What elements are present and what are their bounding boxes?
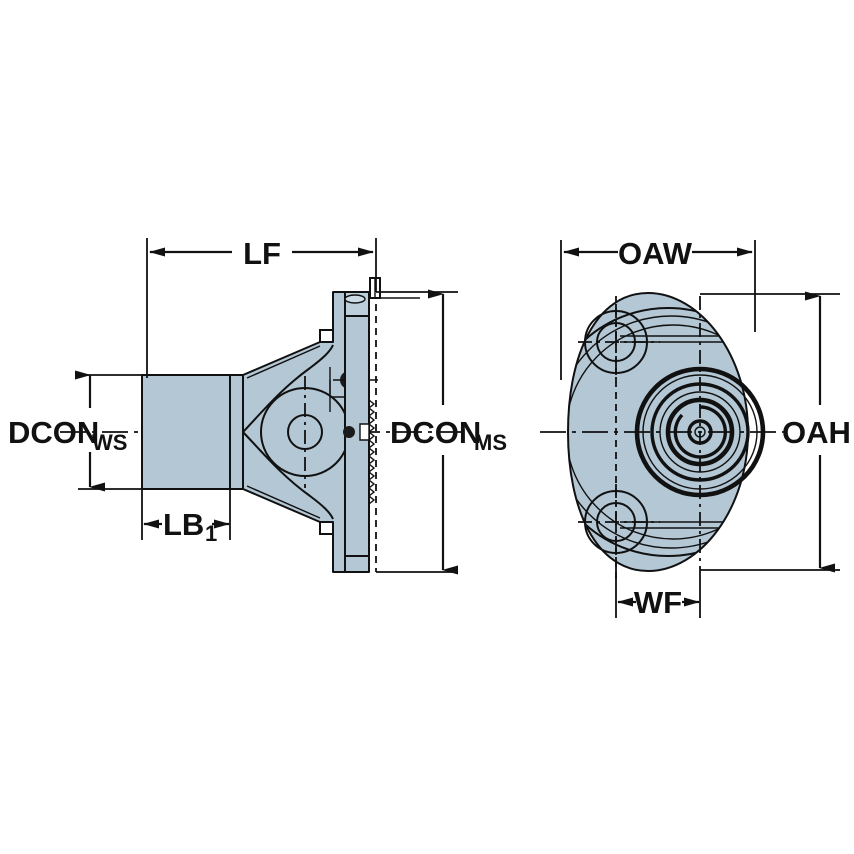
dimension-dcon-ms-subscript: MS bbox=[474, 430, 507, 455]
dimension-oaw: OAW bbox=[560, 236, 756, 380]
coupling-arc-segment bbox=[673, 405, 727, 459]
flange-keyway-detail bbox=[359, 423, 370, 441]
adaptor-body bbox=[242, 291, 346, 573]
dimension-dcon-ms: DCON MS bbox=[376, 289, 507, 575]
side-section-view: LF DCON WS LB 1 DCON MS bbox=[8, 236, 507, 575]
dimension-lf: LF bbox=[146, 236, 377, 378]
front-view: OAW OAH WF bbox=[540, 236, 851, 620]
body-upper-relief-curve bbox=[242, 344, 334, 433]
dimension-lf-label: LF bbox=[243, 236, 281, 271]
serrated-coupling-edge bbox=[367, 292, 377, 572]
dimension-lb1-subscript: 1 bbox=[205, 521, 217, 546]
body-lower-inner-face bbox=[246, 485, 321, 519]
dimension-dcon-ms-label: DCON bbox=[390, 415, 481, 450]
dimension-oah-label: OAH bbox=[782, 415, 851, 450]
dimension-oah: OAH bbox=[700, 291, 851, 573]
dimension-lb1-label: LB bbox=[163, 507, 204, 542]
body-upper-step bbox=[319, 329, 333, 342]
dimension-lb1: LB 1 bbox=[141, 489, 231, 546]
dimension-dcon-ws: DCON WS bbox=[8, 370, 230, 492]
dimension-wf: WF bbox=[615, 560, 701, 620]
boss-chamfer-circle bbox=[568, 324, 748, 540]
flange-top-slot bbox=[344, 294, 366, 304]
shank-body bbox=[141, 374, 231, 490]
dimension-oaw-label: OAW bbox=[618, 236, 693, 271]
boss-outer-circle-2 bbox=[568, 315, 748, 549]
body-upper-inner-face bbox=[246, 345, 321, 379]
bore-center-dot bbox=[343, 426, 355, 438]
dimension-dcon-ws-label: DCON bbox=[8, 415, 99, 450]
dimension-dcon-ws-subscript: WS bbox=[92, 430, 127, 455]
boss-outer-circle bbox=[568, 307, 748, 557]
body-lower-step bbox=[319, 522, 333, 535]
dimension-wf-label: WF bbox=[634, 585, 682, 620]
body-lower-relief-curve bbox=[242, 431, 334, 520]
shank-collar bbox=[229, 374, 244, 490]
